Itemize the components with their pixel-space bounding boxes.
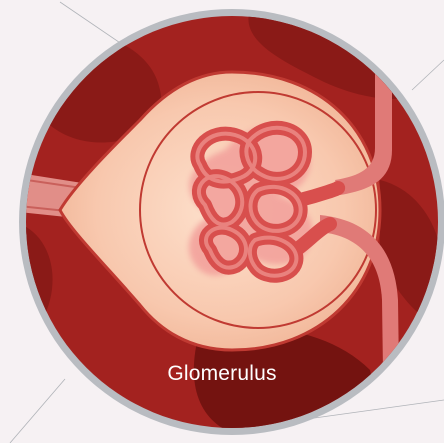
glomerulus-label: Glomerulus [0,362,444,386]
